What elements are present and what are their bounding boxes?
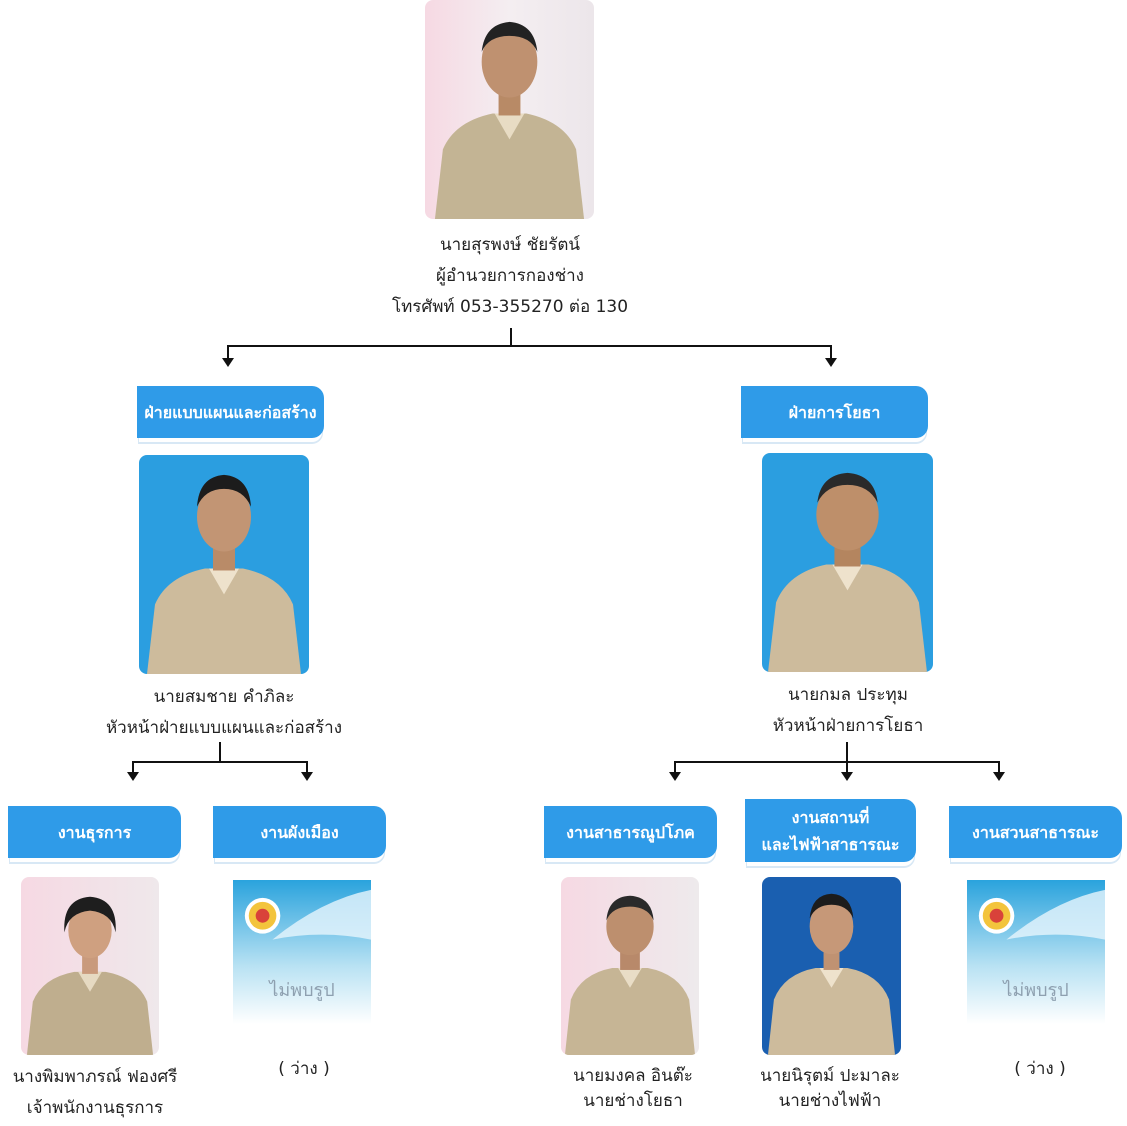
connector-drop (132, 761, 134, 773)
arrow-down-icon (825, 358, 837, 367)
director-name: นายสุรพงษ์ ชัยรัตน์ (439, 235, 581, 255)
utilities-staff-photo (561, 877, 699, 1055)
arrow-down-icon (222, 358, 234, 367)
parks-no-photo: ไม่พบรูป (967, 880, 1105, 1024)
admin-staff-photo (21, 877, 159, 1055)
facilities-staff-title: นายช่างไฟฟ้า (778, 1091, 882, 1111)
utilities-staff-title: นายช่างโยธา (583, 1091, 683, 1111)
utilities-staff-name: นายมงคล อินต๊ะ (573, 1066, 693, 1086)
director-connector-vertical (510, 328, 512, 346)
division-works-label: ฝ่ายการโยธา (788, 402, 881, 422)
design-connector-horizontal (132, 761, 308, 763)
no-photo-text: ไม่พบรูป (269, 980, 335, 1001)
planning-vacant: ( ว่าง ) (278, 1059, 330, 1079)
unit-planning-label: งานผังเมือง (260, 822, 339, 842)
works-head-title: หัวหน้าฝ่ายการโยธา (772, 716, 924, 736)
director-caption: นายสุรพงษ์ ชัยรัตน์ ผู้อำนวยการกองช่าง โ… (360, 230, 660, 323)
design-head-title: หัวหน้าฝ่ายแบบแผนและก่อสร้าง (105, 718, 343, 738)
unit-utilities-label: งานสาธารณูปโภค (566, 822, 695, 842)
design-head-name: นายสมชาย คำภิละ (153, 687, 295, 707)
planning-no-photo: ไม่พบรูป (233, 880, 371, 1024)
parks-vacant: ( ว่าง ) (1014, 1059, 1066, 1079)
connector-drop (846, 761, 848, 773)
no-photo-text: ไม่พบรูป (1003, 980, 1069, 1001)
admin-staff-title: เจ้าพนักงานธุรการ (26, 1098, 164, 1118)
unit-admin-label: งานธุรการ (57, 822, 132, 842)
connector-drop (674, 761, 676, 773)
unit-parks-box: งานสวนสาธารณะ (949, 806, 1122, 858)
design-head-photo (139, 455, 309, 674)
unit-facilities-label-line2: และไฟฟ้าสาธารณะ (761, 834, 900, 854)
arrow-down-icon (301, 772, 313, 781)
facilities-staff-photo (762, 877, 901, 1055)
unit-facilities-box: งานสถานที่ และไฟฟ้าสาธารณะ (745, 799, 916, 862)
division-design-label: ฝ่ายแบบแผนและก่อสร้าง (144, 402, 317, 422)
director-title: ผู้อำนวยการกองช่าง (435, 266, 584, 286)
works-head-name: นายกมล ประทุม (788, 685, 908, 705)
utilities-staff-caption: นายมงคล อินต๊ะ นายช่างโยธา (543, 1064, 723, 1114)
unit-utilities-box: งานสาธารณูปโภค (544, 806, 717, 858)
admin-staff-name: นางพิมพาภรณ์ ฟองศรี (12, 1067, 178, 1087)
connector-right-drop (830, 345, 832, 359)
connector-drop (998, 761, 1000, 773)
works-head-caption: นายกมล ประทุม หัวหน้าฝ่ายการโยธา (698, 680, 998, 742)
connector-drop (306, 761, 308, 773)
arrow-down-icon (841, 772, 853, 781)
director-connector-horizontal (227, 345, 832, 347)
arrow-down-icon (127, 772, 139, 781)
unit-parks-label: งานสวนสาธารณะ (972, 822, 1099, 842)
division-design-box: ฝ่ายแบบแผนและก่อสร้าง (137, 386, 324, 438)
unit-facilities-label-line1: งานสถานที่ (791, 807, 870, 827)
connector-left-drop (227, 345, 229, 359)
works-head-photo (762, 453, 933, 672)
design-connector-vertical (219, 742, 221, 762)
arrow-down-icon (993, 772, 1005, 781)
works-connector-vertical (846, 742, 848, 762)
division-works-box: ฝ่ายการโยธา (741, 386, 928, 438)
design-head-caption: นายสมชาย คำภิละ หัวหน้าฝ่ายแบบแผนและก่อส… (74, 682, 374, 744)
works-connector-horizontal (674, 761, 1000, 763)
unit-admin-box: งานธุรการ (8, 806, 181, 858)
facilities-staff-name: นายนิรุตม์ ปะมาละ (760, 1066, 900, 1086)
director-phone: โทรศัพท์ 053-355270 ต่อ 130 (391, 297, 629, 317)
unit-planning-box: งานผังเมือง (213, 806, 386, 858)
director-photo (425, 0, 594, 219)
facilities-staff-caption: นายนิรุตม์ ปะมาละ นายช่างไฟฟ้า (740, 1064, 920, 1114)
admin-staff-caption: นางพิมพาภรณ์ ฟองศรี เจ้าพนักงานธุรการ (0, 1062, 190, 1124)
arrow-down-icon (669, 772, 681, 781)
